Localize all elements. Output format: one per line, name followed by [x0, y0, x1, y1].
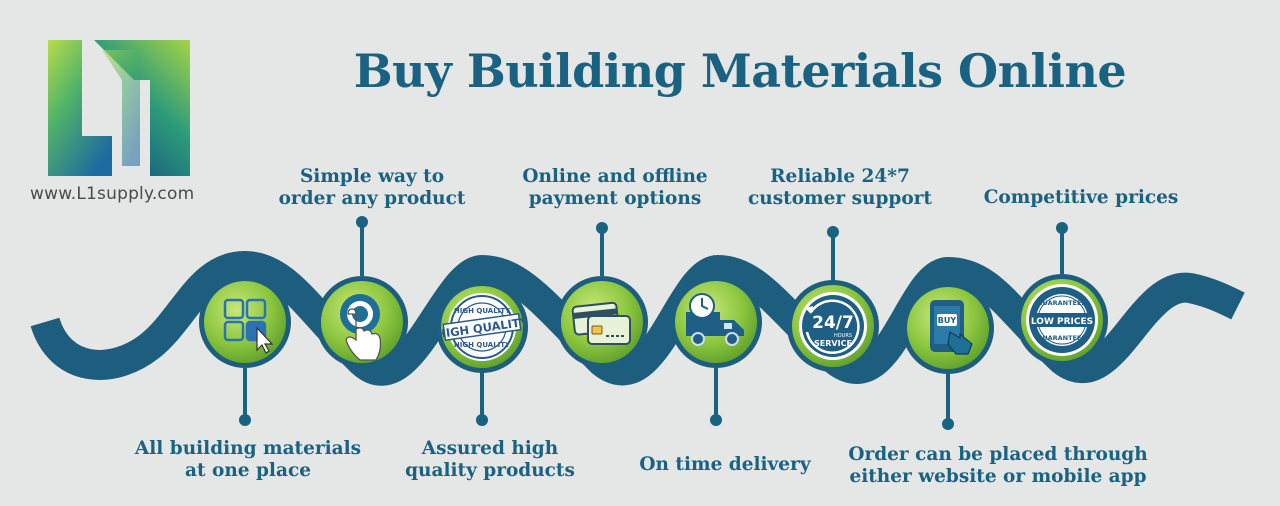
feature-label-support: Reliable 24*7 customer support [748, 166, 932, 209]
feature-circle: BUY [902, 282, 994, 374]
feature-circle [316, 276, 408, 368]
delivery-truck-icon [686, 293, 744, 346]
badge-text-small: HOURS [834, 333, 852, 339]
badge-text-bottom: HIGH QUALITY [454, 341, 511, 349]
page-title: Buy Building Materials Online [353, 44, 1127, 98]
low-prices-seal-icon: GUARANTEED LOW PRICES GUARANTEED [1026, 284, 1098, 356]
connector-dot [710, 414, 722, 426]
connector-dot [942, 418, 954, 430]
mobile-buy-icon: BUY [930, 300, 973, 355]
badge-text-main: 24/7 [812, 313, 854, 333]
buy-badge-text: BUY [938, 316, 957, 325]
feature-circle [199, 276, 291, 368]
feature-label-all-materials: All building materials at one place [134, 438, 362, 481]
feature-label-high-quality: Assured high quality products [405, 438, 575, 481]
l1-logo [48, 40, 190, 176]
website-url[interactable]: www.L1supply.com [30, 184, 195, 204]
connector-dot [1056, 222, 1068, 234]
badge-text-bottom: GUARANTEED [1037, 334, 1087, 342]
feature-label-competitive-prices: Competitive prices [983, 187, 1179, 208]
connector-dot [356, 216, 368, 228]
feature-label-order-channels: Order can be placed through either websi… [848, 444, 1148, 487]
feature-label-payment: Online and offline payment options [522, 166, 708, 209]
touch-hand-icon [340, 294, 382, 361]
connector-dot [827, 226, 839, 238]
feature-label-delivery: On time delivery [639, 454, 811, 475]
feature-circle [556, 276, 648, 368]
badge-text-main: LOW PRICES [1031, 317, 1093, 327]
circle-fill [204, 281, 286, 363]
connector-dot [596, 222, 608, 234]
connector-dot [476, 414, 488, 426]
feature-circle [670, 276, 762, 368]
feature-label-simple-order: Simple way to order any product [278, 166, 466, 209]
badge-text-top: HIGH QUALITY [454, 307, 511, 315]
credit-card-icon [571, 301, 631, 345]
badge-text-bottom: SERVICE [814, 339, 852, 348]
connector-dot [239, 414, 251, 426]
badge-text-top: GUARANTEED [1037, 299, 1087, 307]
grid-cursor-icon [223, 298, 274, 354]
feature-circle: GUARANTEED LOW PRICES GUARANTEED [1016, 274, 1108, 366]
